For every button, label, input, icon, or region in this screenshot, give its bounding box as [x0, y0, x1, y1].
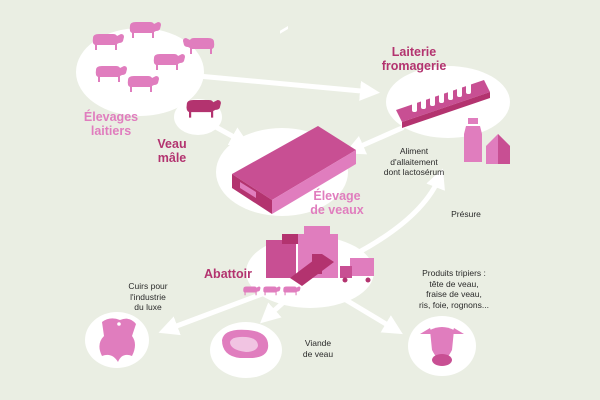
- arrow-slaughter-to-dairy: [337, 168, 445, 265]
- cow-head-icon: [420, 327, 464, 366]
- arrow-to-meat: [260, 297, 289, 324]
- dairy-machine: [396, 80, 490, 128]
- label-milk-feed: Aliment d'allaitement dont lactosérum: [383, 146, 445, 177]
- arrow-to-hide: [158, 291, 265, 336]
- label-male-calf: Veau mâle: [157, 137, 187, 165]
- label-leather: Cuirs pour l'industrie du luxe: [128, 281, 168, 312]
- label-dairy: Laiterie fromagerie: [381, 45, 447, 73]
- milk-bottle-icon: [464, 118, 482, 162]
- label-veal-meat: Viande de veau: [302, 338, 334, 359]
- milk-carton-icon: [486, 134, 510, 164]
- arrow-to-offal: [343, 297, 403, 335]
- label-rennet: Présure: [451, 209, 481, 219]
- hide-icon: [99, 318, 136, 362]
- barn-icon: [232, 25, 356, 214]
- label-veal-farm: Élevage de veaux: [310, 189, 364, 217]
- label-dairy-farms: Élevages laitiers: [83, 110, 139, 138]
- factory-icon: [266, 226, 338, 286]
- label-offal: Produits tripiers : tête de veau, fraise…: [419, 268, 489, 310]
- arrow-farms-to-dairy: [195, 73, 380, 101]
- truck-icon: [340, 258, 374, 283]
- arrows: [158, 73, 445, 336]
- arrow-dairy-to-vealfarm: [344, 125, 405, 155]
- label-slaughterhouse: Abattoir: [204, 267, 252, 281]
- steak-icon: [222, 329, 269, 358]
- blob-dairy-farms: [76, 28, 204, 116]
- arrow-calf-to-vealfarm: [211, 123, 251, 146]
